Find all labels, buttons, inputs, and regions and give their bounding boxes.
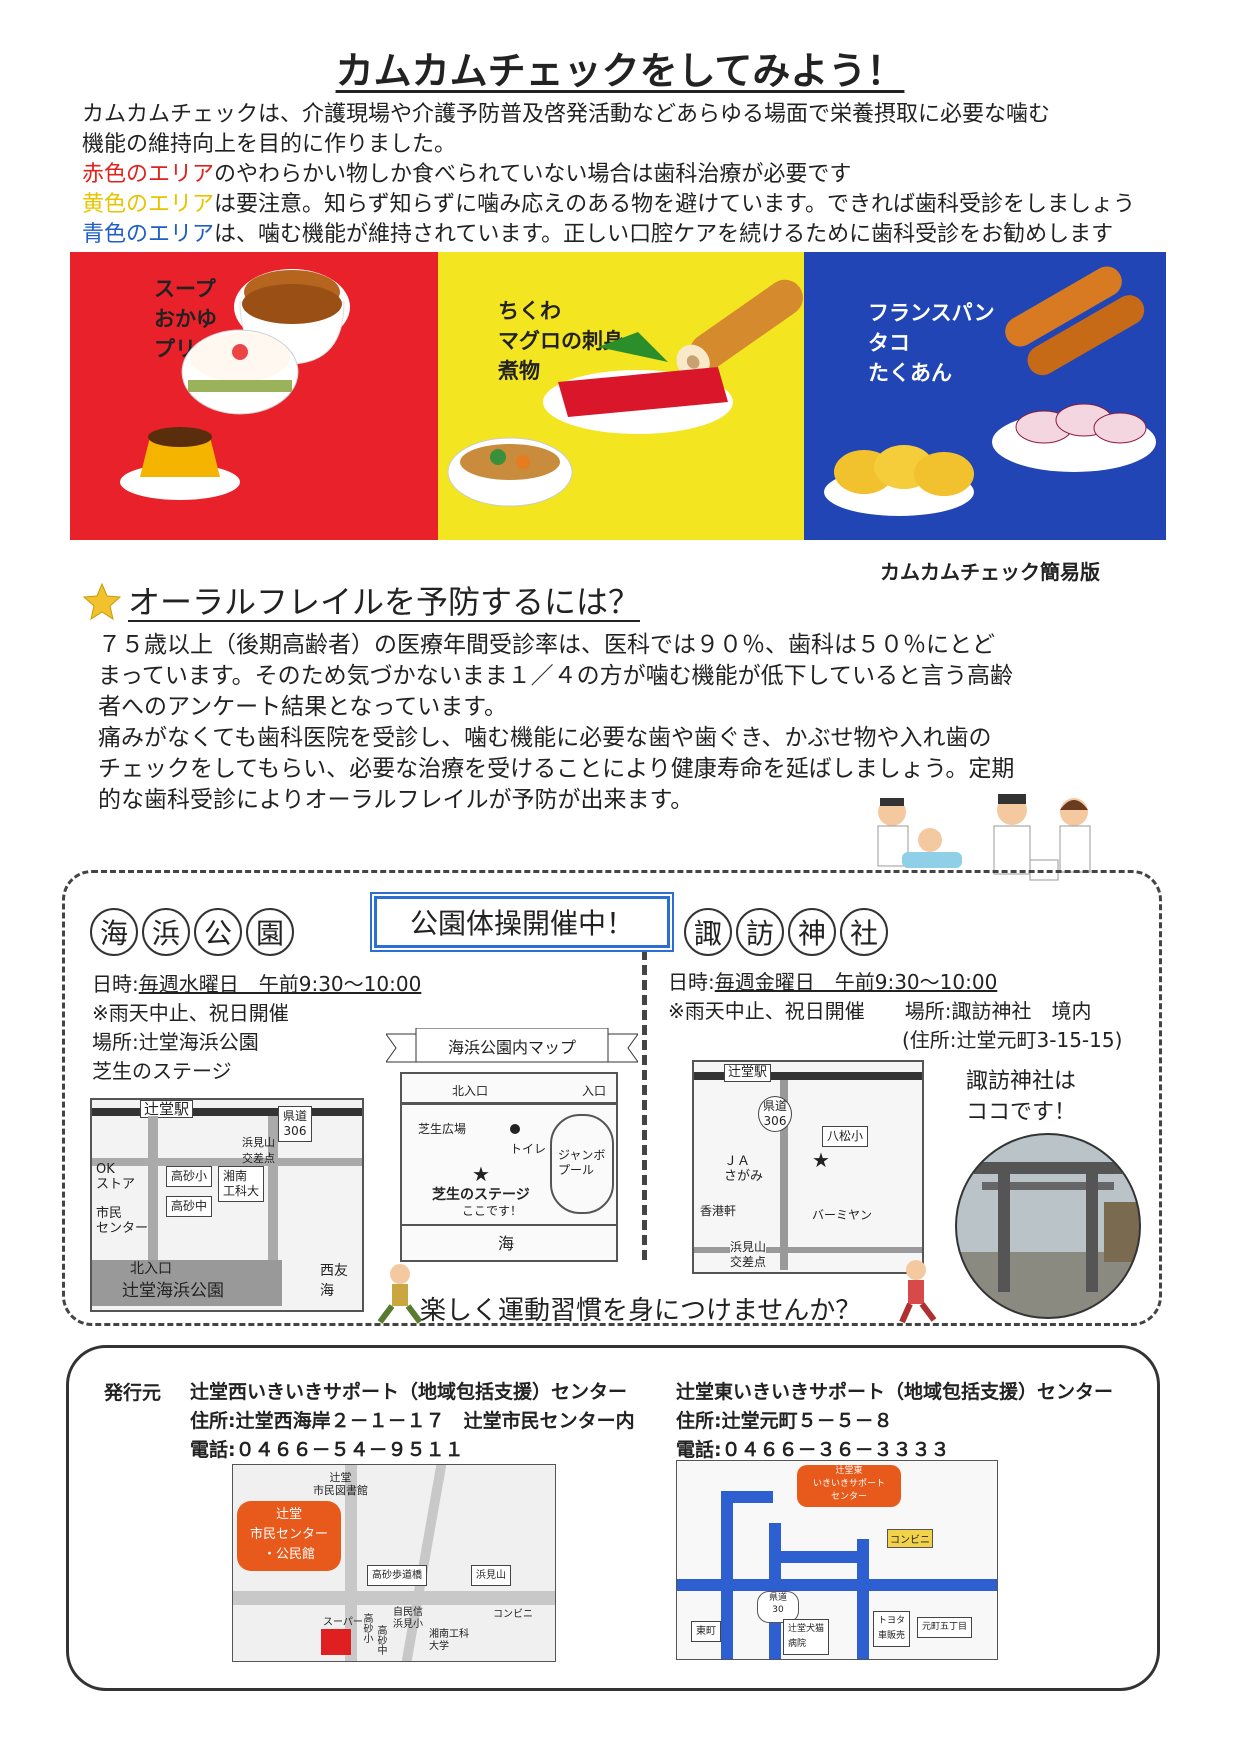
kaihin-park-title: 海 浜 公 園 <box>90 908 294 956</box>
stage-star-icon: ★ <box>472 1162 490 1186</box>
exercising-woman-icon <box>899 1260 937 1324</box>
shrine-star-icon: ★ <box>812 1148 830 1172</box>
exercise-section <box>62 870 1162 1326</box>
blue-area-label: 青色のエリア <box>82 222 215 247</box>
red-panel: スープおかゆプリン <box>70 252 438 540</box>
section-divider <box>642 950 647 1260</box>
kaihin-area-map: 辻堂駅 県道 306 浜見山 交差点 OK ストア 高砂小 高砂中 湘南 工科大… <box>90 1098 364 1312</box>
kaihin-park-info: 日時:毎週水曜日 午前9:30～10:00 ※雨天中止、祝日開催 場所:辻堂海浜… <box>92 972 422 1083</box>
suwa-shrine-address: (住所:辻堂元町3-15-15) <box>902 1028 1123 1052</box>
blue-panel: フランスパンタコたくあん <box>804 252 1166 540</box>
east-center-info: 辻堂東いきいきサポート（地域包括支援）センター 住所:辻堂元町５－５－８ 電話:… <box>676 1381 1114 1461</box>
park-exercise-banner: 公園体操開催中！ <box>374 896 670 948</box>
publisher-label: 発行元 <box>104 1382 162 1404</box>
dentist-illustration <box>877 794 1091 881</box>
intro-text: カムカムチェックは、介護現場や介護予防普及啓発活動などあらゆる場面で栄養摂取に必… <box>82 102 1135 247</box>
exercise-slogan: 楽しく運動習慣を身につけませんか？ <box>420 1296 862 1326</box>
yellow-panel: ちくわマグロの刺身煮物 <box>438 252 804 540</box>
hard-foods-illustration <box>824 266 1156 516</box>
park-map-title: 海浜公園内マップ <box>386 1028 638 1068</box>
oral-body: ７５歳以上（後期高齢者）の医療年間受診率は、医科では９０％、歯科は５０％にとど … <box>98 632 1015 813</box>
publisher-section <box>66 1345 1160 1691</box>
soft-foods-illustration <box>120 269 350 500</box>
star-icon <box>82 582 122 620</box>
suwa-area-map: 辻堂駅 県道 306 八松小 ★ ＪＡ さがみ 香港軒 バーミヤン 浜見山 交差… <box>692 1060 924 1274</box>
west-center-info: 辻堂西いきいきサポート（地域包括支援）センター 住所:辻堂西海岸２－１－１７ 辻… <box>190 1381 635 1461</box>
yellow-area-label: 黄色のエリア <box>82 192 215 217</box>
shrine-photo <box>955 1133 1141 1319</box>
medium-foods-illustration <box>447 279 803 507</box>
suwa-shrine-title: 諏 訪 神 社 <box>684 908 888 956</box>
east-center-map: 辻堂東 いきいきサポート センター コンビニ 県道 30 東町 辻堂犬猫 病院 … <box>676 1460 998 1660</box>
chart-caption: カムカムチェック簡易版 <box>880 560 1100 584</box>
kaihin-park-inner-map: 北入口 入口 芝生広場 トイレ ジャンボ プール ★ 芝生のステージ ここです！… <box>400 1072 618 1262</box>
oral-heading: オーラルフレイルを予防するには？ <box>128 583 641 622</box>
shrine-callout: 諏訪神社は ココです！ <box>966 1069 1077 1125</box>
exercising-man-icon <box>377 1264 423 1324</box>
page-title: カムカムチェックをしてみよう！ <box>335 49 905 93</box>
west-center-map: 辻堂 市民図書館 辻堂 市民センター ・公民館 高砂歩道橋 浜見山 スーパー コ… <box>232 1464 556 1662</box>
red-area-label: 赤色のエリア <box>82 162 215 187</box>
suwa-shrine-info: 日時:毎週金曜日 午前9:30～10:00 ※雨天中止、祝日開催 場所:諏訪神社… <box>668 970 1092 1023</box>
